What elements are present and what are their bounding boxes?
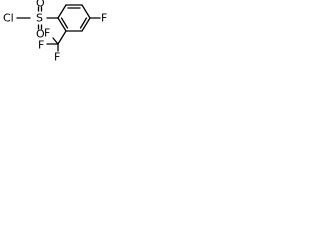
ring-bond-6	[57, 17, 67, 32]
atom-f-cf3-top-label: F	[44, 27, 50, 40]
bond-ring-cf3	[57, 30, 67, 45]
bond-cf3-f-top	[52, 37, 59, 45]
atom-cl-label: Cl	[3, 12, 14, 25]
ring-double-3	[60, 17, 69, 29]
ring-bond-1	[57, 4, 67, 19]
atom-o-bottom-label: O	[36, 28, 45, 41]
atom-o-top-label: O	[36, 0, 45, 10]
bonds	[16, 4, 101, 52]
atom-f-cf3-bottom-label: F	[54, 51, 60, 64]
atom-s-label: S	[36, 12, 43, 25]
ring-double-2	[79, 17, 88, 29]
atom-labels: Cl S O O F F F F	[3, 0, 107, 64]
chemical-structure-diagram: Cl S O O F F F F	[3, 0, 107, 64]
atom-f-ring-label: F	[101, 12, 107, 25]
ring-bond-4	[81, 17, 91, 32]
atom-f-cf3-left-label: F	[38, 39, 44, 52]
ring-bond-3	[81, 4, 91, 19]
